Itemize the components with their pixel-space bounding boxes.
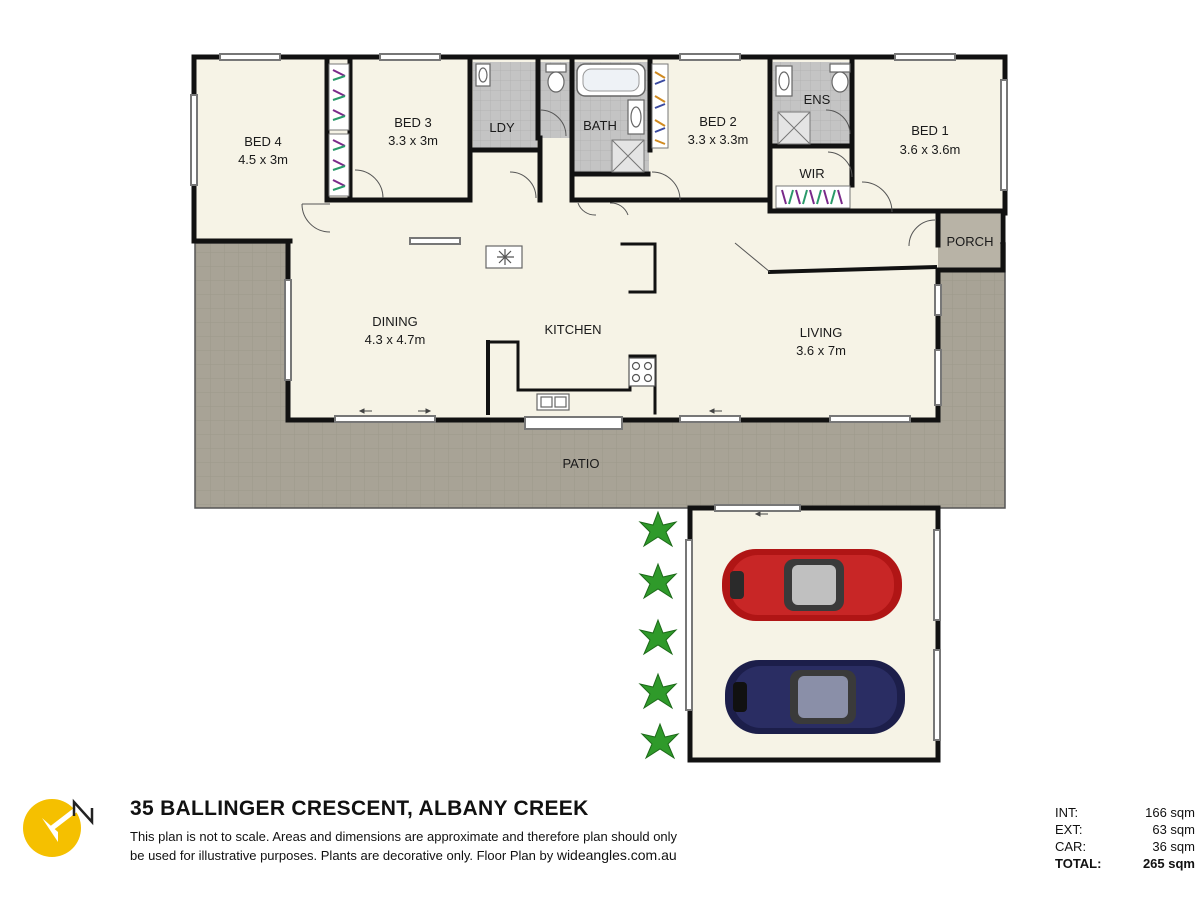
room-size-living: 3.6 x 7m (796, 343, 846, 358)
room-size-bed2: 3.3 x 3.3m (688, 132, 749, 147)
bathtub-icon (576, 63, 646, 97)
room-name-ens: ENS (804, 92, 831, 107)
area-summary: INT: 166 sqm EXT: 63 sqm CAR: 36 sqm TOT… (1055, 804, 1195, 872)
area-row-car: CAR: 36 sqm (1055, 838, 1195, 855)
compass-north-icon (23, 798, 94, 857)
room-size-bed3: 3.3 x 3m (388, 133, 438, 148)
room-name-patio: PATIO (562, 456, 599, 471)
disclaimer-line-2: be used for illustrative purposes. Plant… (130, 848, 554, 863)
area-value: 63 sqm (1152, 822, 1195, 837)
door-swings (301, 109, 936, 273)
area-row-ext: EXT: 63 sqm (1055, 821, 1195, 838)
room-name-bath: BATH (583, 118, 617, 133)
room-name-bed1: BED 1 (911, 123, 949, 138)
room-name-wir: WIR (799, 166, 824, 181)
area-value: 36 sqm (1152, 839, 1195, 854)
area-label: TOTAL: (1055, 856, 1102, 871)
floor-plan: BED 4 4.5 x 3m BED 3 3.3 x 3m LDY BATH B… (190, 53, 1008, 763)
room-name-ldy: LDY (489, 120, 515, 135)
sliding-door-arrows (358, 408, 768, 517)
car-icon (722, 549, 905, 734)
room-size-bed4: 4.5 x 3m (238, 152, 288, 167)
room-name-bed2: BED 2 (699, 114, 737, 129)
area-label: CAR: (1055, 839, 1087, 854)
toilet-icon (545, 63, 851, 93)
plant-icon (638, 510, 680, 760)
property-address: 35 BALLINGER CRESCENT, ALBANY CREEK (130, 797, 589, 820)
room-name-living: LIVING (800, 325, 843, 340)
cooktop-fan-icon (497, 249, 514, 265)
room-size-dining: 4.3 x 4.7m (365, 332, 426, 347)
wardrobe-icon (328, 63, 851, 209)
room-name-kitchen: KITCHEN (544, 322, 601, 337)
room-name-dining: DINING (372, 314, 418, 329)
porch-floor (938, 213, 1000, 270)
room-labels: BED 4 4.5 x 3m BED 3 3.3 x 3m LDY BATH B… (238, 92, 993, 471)
disclaimer-line-1: This plan is not to scale. Areas and dim… (130, 829, 678, 844)
website-link[interactable]: wideangles.com.au (556, 847, 677, 863)
area-row-total: TOTAL: 265 sqm (1055, 855, 1195, 872)
room-name-bed3: BED 3 (394, 115, 432, 130)
area-row-int: INT: 166 sqm (1055, 804, 1195, 821)
area-label: EXT: (1055, 822, 1083, 837)
room-name-porch: PORCH (947, 234, 994, 249)
windows (190, 53, 1008, 741)
room-size-bed1: 3.6 x 3.6m (900, 142, 961, 157)
area-label: INT: (1055, 805, 1079, 820)
room-name-bed4: BED 4 (244, 134, 282, 149)
stove-icon (628, 357, 656, 387)
area-value: 265 sqm (1142, 856, 1195, 871)
disclaimer: This plan is not to scale. Areas and dim… (130, 828, 730, 865)
shower-icon (611, 111, 811, 173)
area-value: 166 sqm (1145, 805, 1195, 820)
